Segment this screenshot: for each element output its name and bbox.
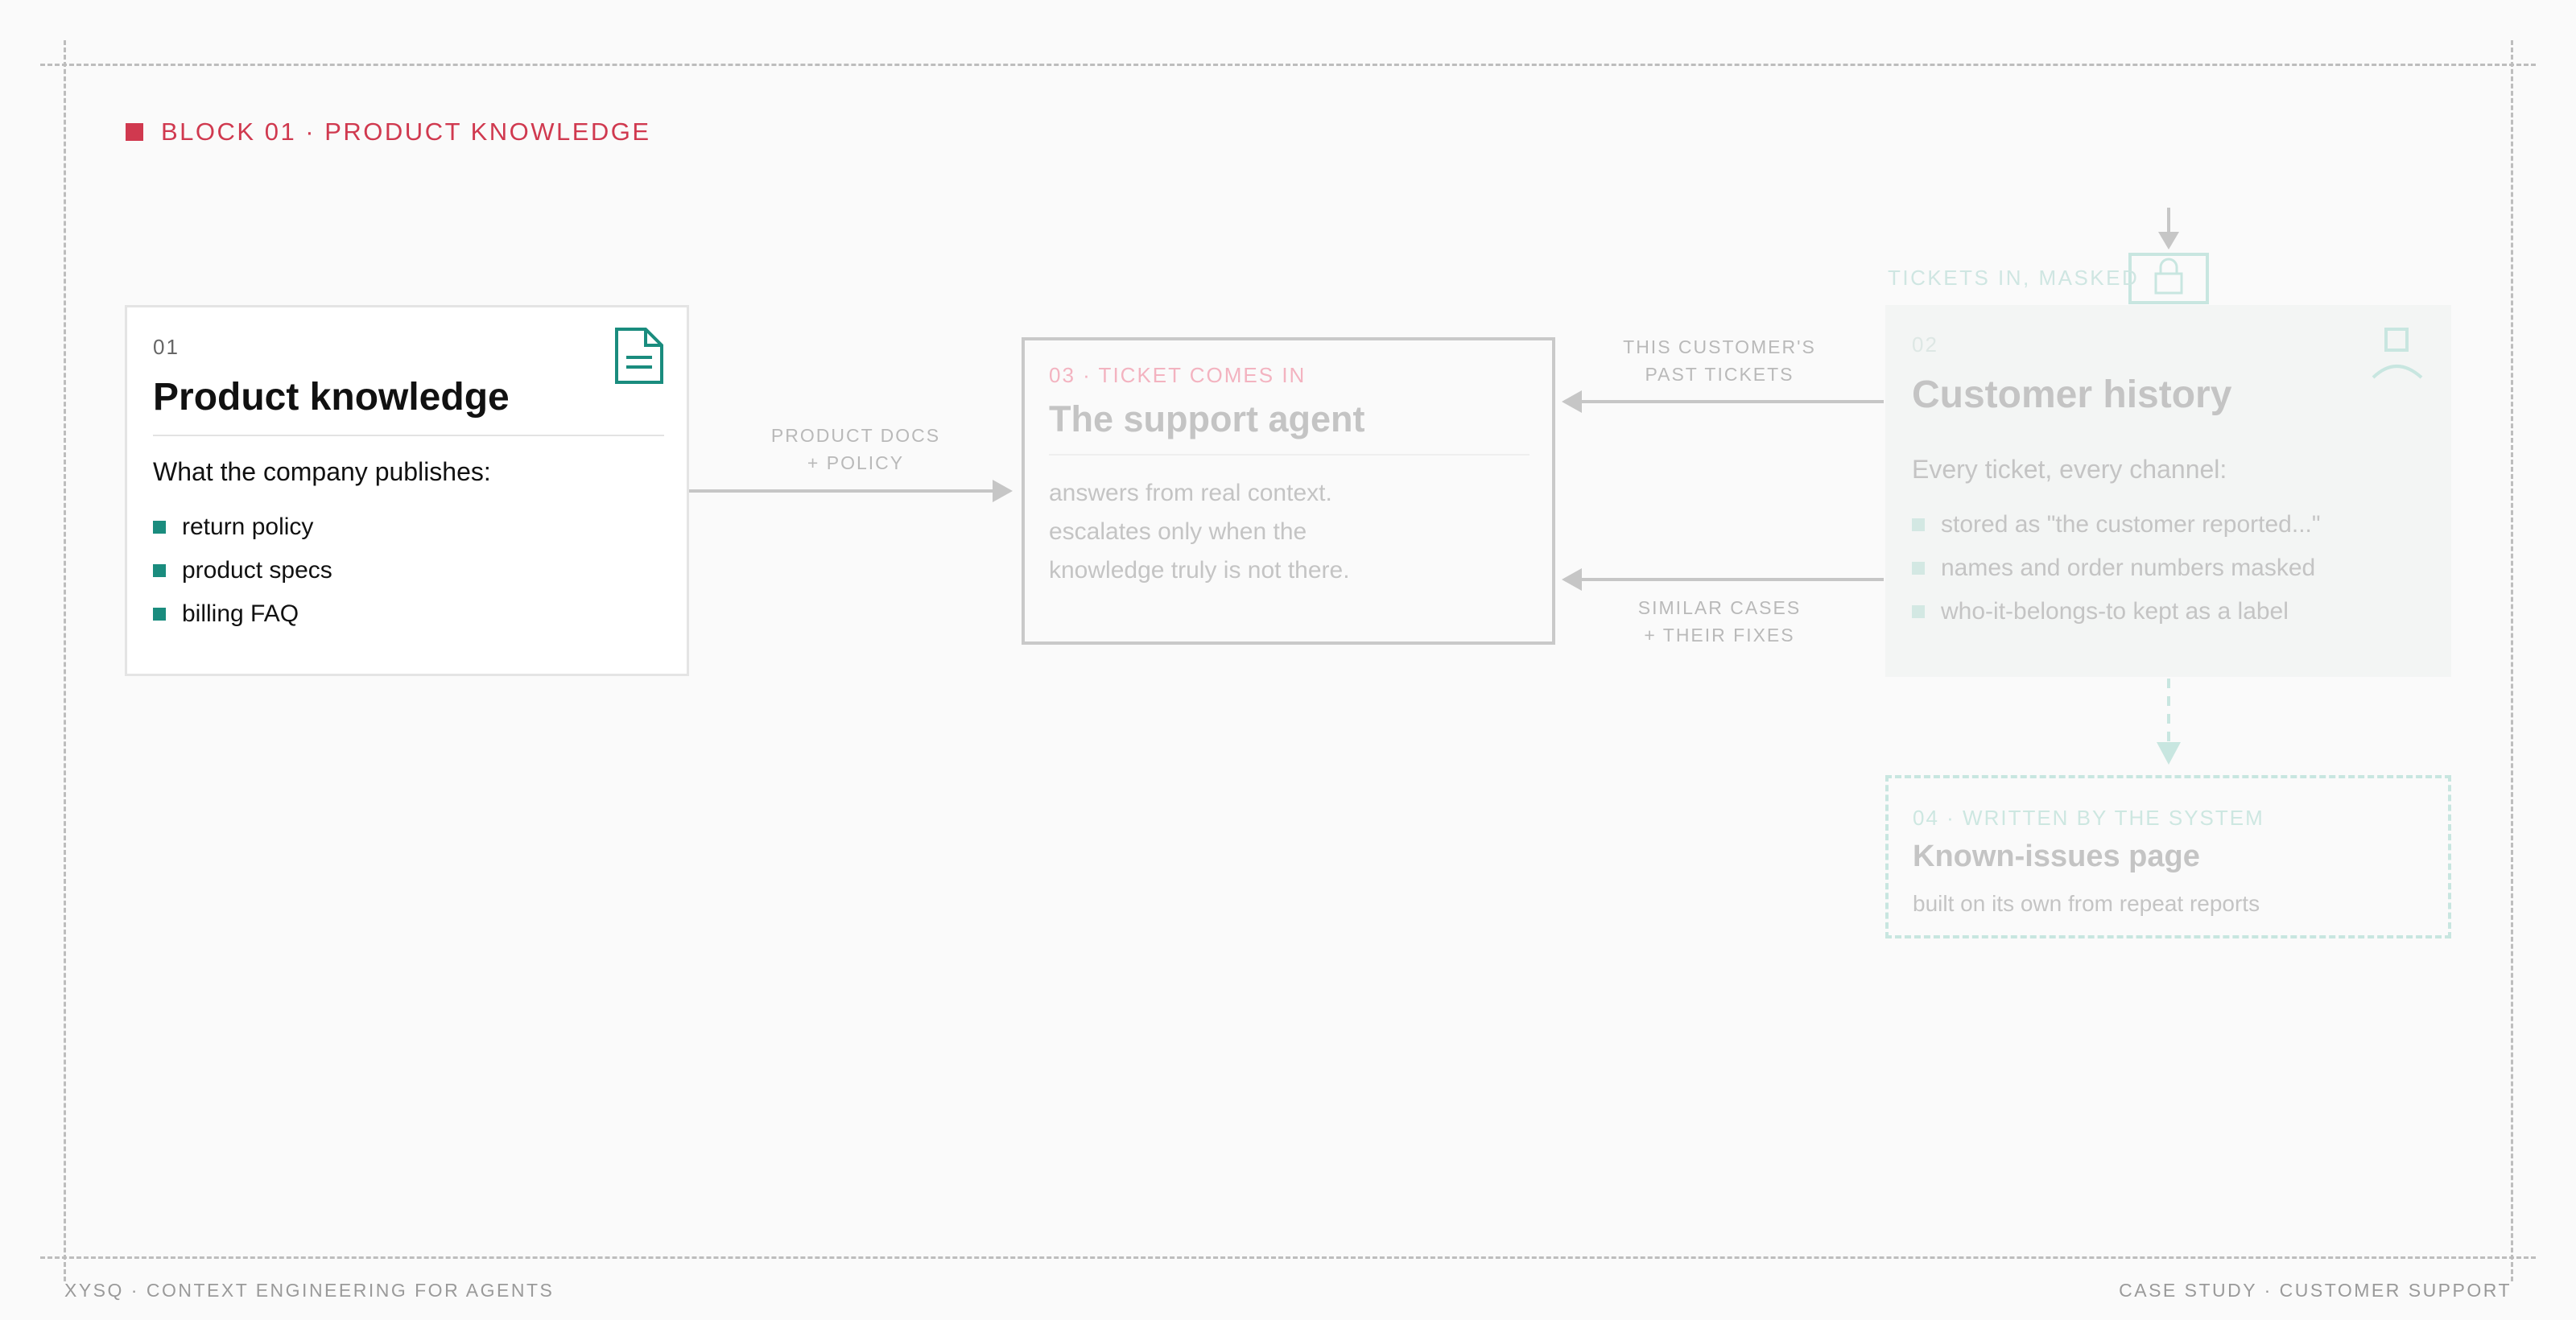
list-item-text: names and order numbers masked: [1941, 555, 2316, 581]
card-number: 02: [1912, 332, 1938, 357]
card-item-list: return policy product specs billing FAQ: [153, 505, 332, 636]
card-number: 04 · WRITTEN BY THE SYSTEM: [1913, 806, 2264, 830]
card-number: 03 · TICKET COMES IN: [1049, 363, 1307, 387]
list-item: stored as "the customer reported...": [1912, 503, 2321, 547]
frame-left-border: [64, 40, 66, 1281]
person-icon: [2372, 328, 2423, 379]
card-body: answers from real context. escalates onl…: [1049, 474, 1468, 590]
bullet-square: [153, 564, 166, 577]
list-item-text: billing FAQ: [182, 600, 299, 627]
customer-history-card: 02 Customer history Every ticket, every …: [1885, 305, 2451, 677]
list-item: product specs: [153, 549, 332, 592]
past-tickets-edge-line1: THIS CUSTOMER'S: [1623, 336, 1816, 357]
list-item-text: product specs: [182, 557, 332, 584]
card-lead: Every ticket, every channel:: [1912, 455, 2227, 484]
card-number: 01: [153, 335, 180, 359]
frame-right-border: [2511, 40, 2513, 1281]
block-marker-square: [126, 123, 143, 141]
frame-bottom-border: [40, 1256, 2536, 1259]
bullet-square: [1912, 605, 1925, 618]
block-label: BLOCK 01 · PRODUCT KNOWLEDGE: [126, 118, 651, 146]
card-divider: [1049, 454, 1530, 456]
tickets-masked-label: TICKETS IN, MASKED: [1888, 266, 2140, 290]
frame-top-border: [40, 64, 2536, 66]
incoming-arrowhead: [2158, 232, 2179, 250]
card-divider: [153, 435, 664, 436]
list-item-text: return policy: [182, 514, 314, 540]
docs-edge-line2: + POLICY: [807, 452, 905, 473]
list-item: who-it-belongs-to kept as a label: [1912, 590, 2321, 633]
past-tickets-arrowhead: [1562, 390, 1582, 413]
card-item-list: stored as "the customer reported..." nam…: [1912, 503, 2321, 633]
list-item: billing FAQ: [153, 592, 332, 636]
similar-cases-edge-line2: + THEIR FIXES: [1644, 625, 1795, 646]
similar-cases-edge-label: SIMILAR CASES + THEIR FIXES: [1584, 594, 1855, 649]
card-subtitle: built on its own from repeat reports: [1913, 891, 2260, 916]
bullet-square: [1912, 518, 1925, 531]
block-label-text: BLOCK 01 · PRODUCT KNOWLEDGE: [161, 118, 651, 146]
body-line: answers from real context.: [1049, 480, 1332, 506]
card-lead: What the company publishes:: [153, 457, 491, 486]
lock-icon: [2128, 253, 2209, 304]
known-issues-arrowhead: [2157, 742, 2181, 765]
known-issues-card: 04 · WRITTEN BY THE SYSTEM Known-issues …: [1885, 775, 2451, 938]
docs-arrowhead: [993, 480, 1013, 502]
bullet-square: [153, 521, 166, 534]
list-item-text: stored as "the customer reported...": [1941, 511, 2321, 538]
footer-right: CASE STUDY · CUSTOMER SUPPORT: [2119, 1280, 2512, 1301]
product-knowledge-card: 01 Product knowledge What the company pu…: [125, 305, 689, 676]
body-line: escalates only when the: [1049, 518, 1307, 545]
body-line: knowledge truly is not there.: [1049, 557, 1350, 584]
support-agent-card: 03 · TICKET COMES IN The support agent a…: [1022, 337, 1555, 645]
footer-left: XYSQ · CONTEXT ENGINEERING FOR AGENTS: [64, 1280, 555, 1301]
document-icon: [615, 328, 663, 384]
list-item-text: who-it-belongs-to kept as a label: [1941, 598, 2289, 625]
card-title: Product knowledge: [153, 376, 510, 419]
list-item: names and order numbers masked: [1912, 547, 2321, 590]
bullet-square: [1912, 562, 1925, 575]
past-tickets-edge-line2: PAST TICKETS: [1645, 364, 1794, 385]
card-title: The support agent: [1049, 398, 1365, 439]
bullet-square: [153, 608, 166, 621]
similar-cases-edge-line1: SIMILAR CASES: [1637, 597, 1802, 618]
similar-cases-arrowhead: [1562, 568, 1582, 591]
docs-edge-line1: PRODUCT DOCS: [770, 425, 941, 446]
past-tickets-edge-label: THIS CUSTOMER'S PAST TICKETS: [1584, 333, 1855, 388]
list-item: return policy: [153, 505, 332, 549]
card-title: Customer history: [1912, 373, 2232, 416]
docs-edge-label: PRODUCT DOCS + POLICY: [724, 422, 987, 476]
card-title: Known-issues page: [1913, 839, 2200, 873]
